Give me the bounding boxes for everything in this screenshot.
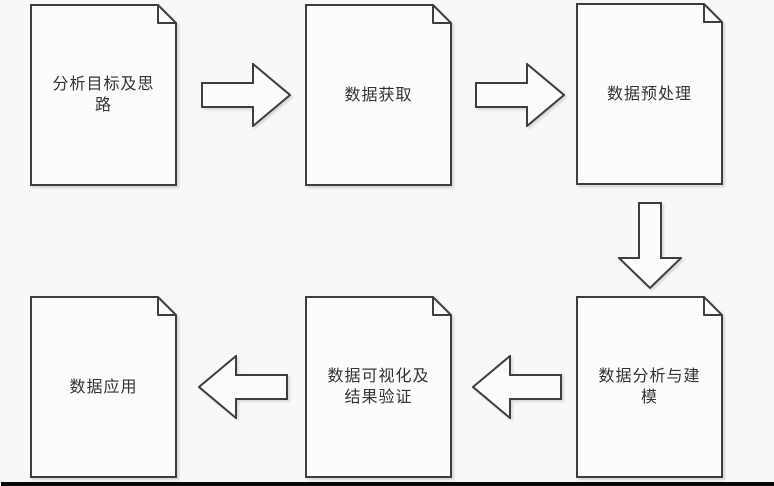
node-label: 数据预处理	[606, 85, 692, 103]
flow-arrow-left-icon	[198, 355, 288, 419]
flow-node-data-application: 数据应用	[30, 296, 177, 478]
node-label: 数据应用	[69, 378, 138, 396]
document-shape-icon	[30, 4, 177, 186]
flow-arrow-right-icon	[475, 63, 565, 127]
flow-arrow-right-icon	[201, 63, 291, 127]
node-label: 数据可视化及结果验证	[327, 368, 430, 406]
flow-arrow-down-icon	[618, 202, 682, 289]
flow-node-analysis-modeling: 数据分析与建模	[576, 296, 723, 478]
node-label: 分析目标及思路	[52, 76, 155, 114]
flow-node-data-preprocessing: 数据预处理	[576, 3, 723, 185]
bottom-edge-bar	[1, 482, 774, 486]
document-shape-icon	[305, 4, 452, 186]
flow-node-data-acquisition: 数据获取	[305, 4, 452, 186]
document-shape-icon	[305, 296, 452, 478]
node-label: 数据分析与建模	[598, 368, 701, 406]
flow-node-visualization-validation: 数据可视化及结果验证	[305, 296, 452, 478]
document-shape-icon	[30, 296, 177, 478]
document-shape-icon	[576, 3, 723, 185]
node-label: 数据获取	[344, 86, 413, 104]
flow-node-analysis-goal: 分析目标及思路	[30, 4, 177, 186]
flow-arrow-left-icon	[472, 355, 562, 419]
document-shape-icon	[576, 296, 723, 478]
